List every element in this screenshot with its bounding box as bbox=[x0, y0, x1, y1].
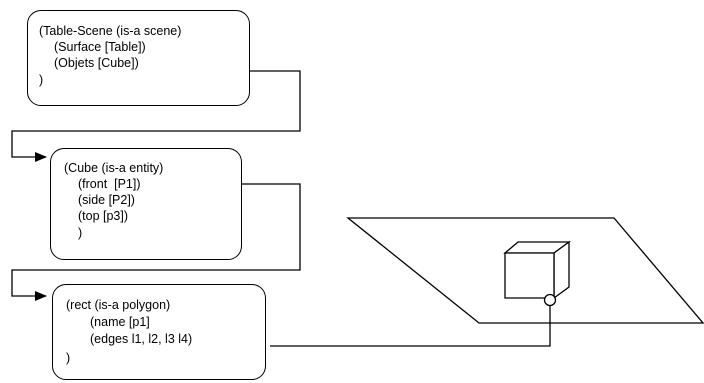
cube-slot-side: (side [P2]) bbox=[78, 193, 135, 207]
rect-close: ) bbox=[66, 351, 71, 365]
table-scene-frame bbox=[27, 10, 250, 106]
cube-front-face bbox=[504, 252, 555, 299]
cube-close: ) bbox=[78, 226, 83, 240]
rect-slot-edges: (edges l1, l2, l3 l4) bbox=[90, 332, 193, 346]
edges-to-face-link bbox=[270, 305, 551, 347]
rect-header: (rect (is-a polygon) bbox=[66, 298, 171, 312]
front-to-rect-link bbox=[11, 183, 301, 301]
objets-to-cube-link bbox=[11, 70, 301, 162]
table-scene-close: ) bbox=[39, 73, 44, 87]
table-scene-slot-objets: (Objets [Cube]) bbox=[54, 56, 139, 70]
table-scene-header: (Table-Scene (is-a scene) bbox=[39, 24, 182, 38]
table-surface bbox=[346, 217, 704, 324]
cube-frame bbox=[50, 148, 242, 260]
cube-drawing bbox=[503, 240, 571, 300]
rect-frame bbox=[52, 284, 266, 380]
rect-slot-name: (name [p1] bbox=[90, 315, 150, 329]
cube-slot-top: (top [p3]) bbox=[78, 209, 129, 223]
cube-slot-front: (front [P1]) bbox=[78, 177, 141, 191]
table-scene-slot-surface: (Surface [Table]) bbox=[54, 40, 146, 54]
circle-marker-icon bbox=[543, 293, 557, 307]
cube-header: (Cube (is-a entity) bbox=[64, 161, 164, 175]
